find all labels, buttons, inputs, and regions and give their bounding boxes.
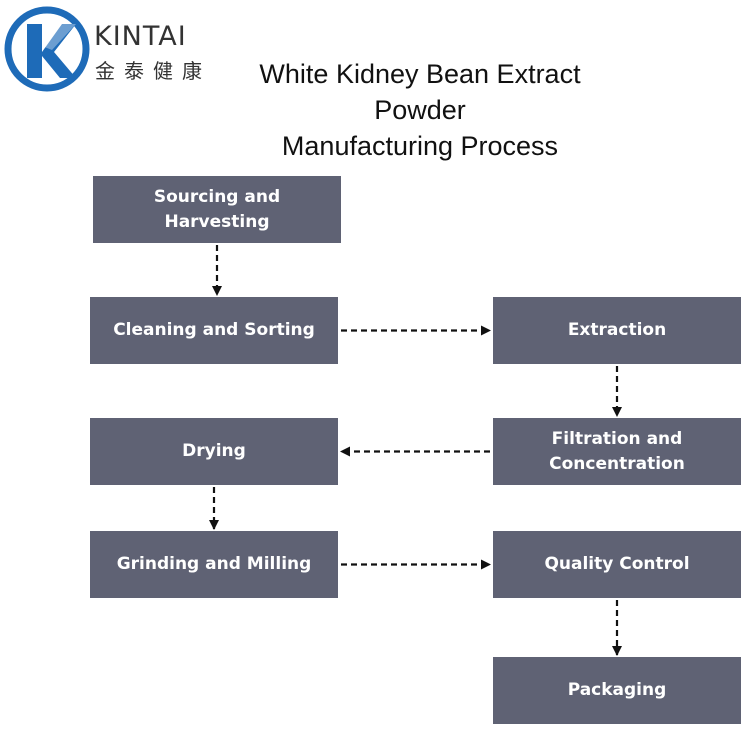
- page-title: White Kidney Bean Extract Powder Manufac…: [230, 56, 610, 164]
- title-line: Powder: [374, 95, 466, 125]
- title-line: Manufacturing Process: [281, 131, 559, 161]
- step-grinding-box: Grinding and Milling: [90, 531, 338, 598]
- step-drying-box: Drying: [90, 418, 338, 485]
- step-quality-box: Quality Control: [493, 531, 741, 598]
- step-label: Extraction: [567, 320, 667, 340]
- brand-name: KINTAI: [94, 21, 187, 52]
- step-extraction-box: Extraction: [493, 297, 741, 364]
- step-label: Sourcing and Harvesting: [153, 186, 281, 232]
- title-line: White Kidney Bean Extract: [259, 59, 581, 89]
- step-label: Quality Control: [544, 554, 690, 574]
- step-label: Filtration and Concentration: [549, 428, 685, 474]
- step-label: Cleaning and Sorting: [113, 320, 315, 340]
- step-label: Grinding and Milling: [116, 554, 312, 574]
- step-packaging-box: Packaging: [493, 657, 741, 724]
- step-label: Packaging: [567, 680, 667, 700]
- step-label: Drying: [182, 441, 246, 461]
- step-filtration-box: Filtration and Concentration: [493, 418, 741, 485]
- kintai-logo-icon: [4, 6, 90, 92]
- brand-name-chinese: 金泰健康: [95, 59, 211, 83]
- step-cleaning-box: Cleaning and Sorting: [90, 297, 338, 364]
- step-sourcing-box: Sourcing and Harvesting: [93, 176, 341, 243]
